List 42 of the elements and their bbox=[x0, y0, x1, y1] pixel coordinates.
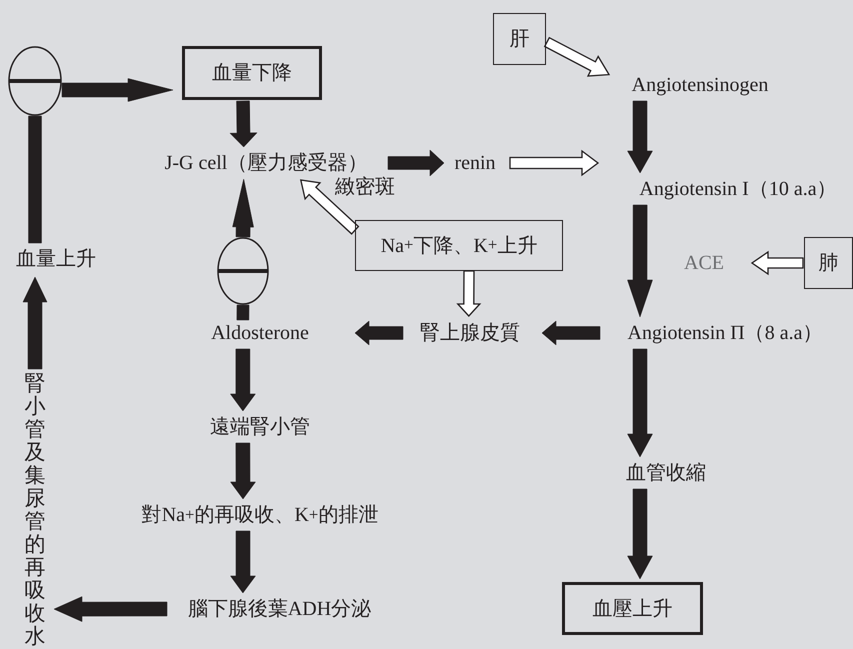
barred-ellipse bbox=[217, 237, 269, 305]
step-label: 遠端腎小管 bbox=[202, 414, 318, 440]
arrow bbox=[230, 100, 258, 148]
enzyme-label: ACE bbox=[680, 250, 728, 276]
arrow bbox=[230, 442, 256, 500]
arrow bbox=[627, 204, 653, 318]
arrow bbox=[62, 78, 174, 102]
step-label: 腎上腺皮質 bbox=[410, 320, 530, 346]
arrow bbox=[627, 100, 653, 174]
step-label: J-G cell（壓力感受器） bbox=[150, 150, 382, 176]
step-label: 血管收縮 bbox=[618, 460, 714, 486]
highlighted-box: 血量下降 bbox=[182, 46, 322, 100]
connector-line bbox=[28, 116, 42, 244]
arrow bbox=[627, 488, 653, 580]
step-label: Angiotensinogen bbox=[618, 72, 782, 98]
step-label: renin bbox=[450, 150, 500, 176]
organ-box: 肝 bbox=[493, 13, 546, 65]
step-label: Angiotensin I（10 a.a） bbox=[632, 176, 844, 202]
highlighted-box: 血壓上升 bbox=[562, 582, 703, 635]
arrow bbox=[230, 348, 256, 412]
connector-line bbox=[236, 304, 250, 320]
arrow bbox=[388, 150, 444, 176]
outline-arrow bbox=[300, 179, 360, 235]
arrow bbox=[232, 178, 254, 238]
outline-arrow bbox=[456, 270, 482, 317]
arrow bbox=[22, 276, 48, 370]
outline-arrow bbox=[544, 36, 610, 77]
arrow bbox=[627, 348, 653, 458]
outline-arrow bbox=[750, 250, 804, 276]
outline-arrow bbox=[509, 150, 600, 176]
organ-box: 肺 bbox=[804, 237, 853, 289]
step-label: 腦下腺後葉ADH分泌 bbox=[172, 596, 387, 622]
step-label: Aldosterone bbox=[202, 320, 318, 346]
arrow bbox=[54, 596, 168, 622]
arrow bbox=[354, 320, 404, 346]
vertical-label: 腎小管及集尿管的再吸收水 bbox=[22, 372, 48, 649]
arrow bbox=[230, 530, 256, 594]
step-label: 血量上升 bbox=[8, 246, 104, 272]
step-label: Angiotensin Π（8 a.a） bbox=[612, 320, 838, 346]
arrow bbox=[542, 320, 600, 346]
edge-label: 緻密斑 bbox=[333, 176, 397, 198]
barred-ellipse bbox=[8, 46, 62, 116]
